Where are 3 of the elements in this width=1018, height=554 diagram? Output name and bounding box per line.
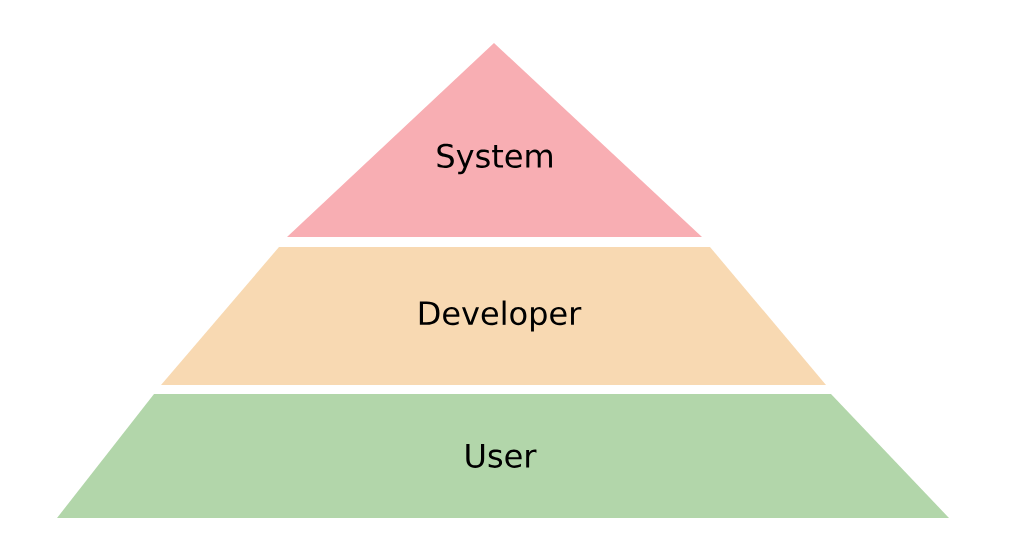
pyramid-tier: System — [287, 43, 702, 237]
pyramid-tier: User — [57, 394, 949, 518]
pyramid-tier: Developer — [161, 247, 826, 385]
